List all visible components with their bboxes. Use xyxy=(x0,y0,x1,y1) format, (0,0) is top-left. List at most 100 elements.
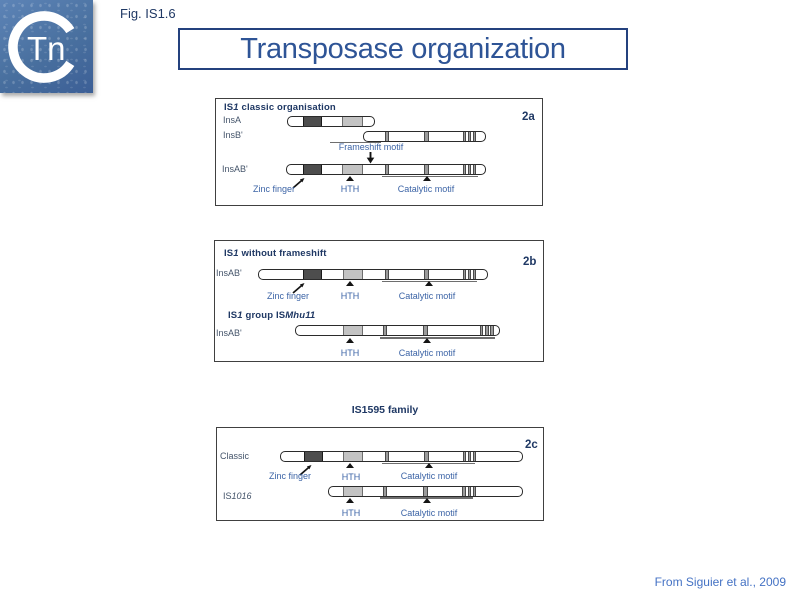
pointer-triangle xyxy=(425,463,433,468)
panel-2a-corner-label: 2a xyxy=(522,111,535,123)
motif-stripe xyxy=(490,326,494,335)
frameshift-down-arrow xyxy=(366,152,375,164)
motif-stripe xyxy=(472,486,476,496)
pointer-triangle xyxy=(423,176,431,181)
hth-segment xyxy=(343,451,363,461)
panel-2a-box xyxy=(215,98,543,206)
pointer-triangle xyxy=(423,337,431,343)
pointer-triangle xyxy=(423,497,431,503)
panel-2a-motif-underline-0 xyxy=(330,141,381,144)
panel-2b-motif-underline-1 xyxy=(380,337,495,339)
annotation-label: Catalytic motif xyxy=(400,471,458,481)
hth-segment xyxy=(343,326,363,335)
panel-2b-header-0: IS1 without frameshift xyxy=(224,248,327,259)
text-part: group IS xyxy=(242,310,286,321)
panel-2b-header-1: IS1 group ISMhu11 xyxy=(228,310,315,321)
motif-stripe xyxy=(462,164,466,174)
motif-stripe xyxy=(423,486,428,496)
motif-stripe xyxy=(382,486,387,496)
slide-title-box: Transposase organization xyxy=(178,28,628,70)
motif-stripe xyxy=(424,451,429,461)
panel-2a-orf-bar-0 xyxy=(287,116,375,127)
motif-stripe xyxy=(467,486,471,496)
text-part: IS xyxy=(228,310,238,321)
zinc-finger-arrow xyxy=(292,177,306,190)
panel-2c-box xyxy=(216,427,544,521)
text-part: 1 xyxy=(233,248,239,259)
panel-2a-header-0: IS1 classic organisation xyxy=(224,102,336,113)
annotation-label: Catalytic motif xyxy=(397,184,455,194)
motif-stripe xyxy=(384,451,389,461)
motif-stripe xyxy=(462,269,466,279)
panel-2c-orf-bar-0 xyxy=(280,450,523,462)
hth-segment xyxy=(342,269,363,279)
zinc-finger-arrow xyxy=(292,282,306,295)
annotation-label: Zinc finger xyxy=(252,184,296,194)
panel-2c-family-title: IS1595 family xyxy=(352,404,419,416)
text-part: classic organisation xyxy=(238,102,336,113)
panel-2a-row-label-2: InsAB' xyxy=(222,164,248,174)
attribution-text: From Siguier et al., 2009 xyxy=(654,575,786,589)
text-part: IS xyxy=(224,102,234,113)
text-part: IS xyxy=(351,404,362,416)
annotation-label: Catalytic motif xyxy=(398,291,456,301)
annotation-label: Catalytic motif xyxy=(400,508,458,518)
panel-2c-row-label-1: IS1016 xyxy=(223,491,252,501)
panel-2a-orf-bar-1 xyxy=(363,130,486,142)
tncentral-logo: Tn xyxy=(0,0,93,93)
motif-stripe xyxy=(467,451,471,461)
text-part: 1 xyxy=(233,102,239,113)
panel-2c-corner-label: 2c xyxy=(525,439,538,451)
pointer-triangle xyxy=(425,281,433,286)
annotation-label: HTH xyxy=(340,184,360,194)
annotation-label: Catalytic motif xyxy=(398,348,456,358)
pointer-triangle xyxy=(346,281,354,286)
hth-segment xyxy=(342,117,363,126)
annotation-label: Zinc finger xyxy=(268,471,312,481)
panel-2a-orf-bar-2 xyxy=(286,163,486,175)
zinc-finger-segment xyxy=(303,269,322,279)
motif-stripe xyxy=(472,451,476,461)
motif-stripe xyxy=(472,131,476,141)
motif-stripe xyxy=(423,326,428,335)
panel-2b-corner-label: 2b xyxy=(523,256,537,268)
motif-stripe xyxy=(384,269,389,279)
panel-2a-row-label-0: InsA xyxy=(223,115,242,125)
motif-stripe xyxy=(382,326,387,335)
pointer-triangle xyxy=(346,463,354,468)
motif-stripe xyxy=(424,269,429,279)
panel-2b-box xyxy=(214,240,544,362)
zinc-finger-segment xyxy=(303,117,322,126)
zinc-finger-segment xyxy=(304,451,323,461)
panel-2c-orf-bar-1 xyxy=(328,485,523,497)
motif-stripe xyxy=(424,131,429,141)
motif-stripe xyxy=(462,131,466,141)
motif-stripe xyxy=(472,269,476,279)
text-part: Mhu11 xyxy=(285,310,316,321)
motif-stripe xyxy=(384,131,389,141)
zinc-finger-segment xyxy=(303,164,322,174)
zinc-finger-arrow xyxy=(299,464,313,477)
figure-number-label: Fig. IS1.6 xyxy=(120,6,176,21)
motif-stripe xyxy=(384,164,389,174)
text-part: 1016 xyxy=(231,491,252,501)
motif-stripe xyxy=(467,164,471,174)
motif-stripe xyxy=(485,326,489,335)
motif-stripe xyxy=(479,326,483,335)
annotation-label: HTH xyxy=(340,291,360,301)
text-part: 1595 family xyxy=(361,404,419,416)
motif-stripe xyxy=(467,269,471,279)
motif-stripe xyxy=(424,164,429,174)
annotation-label: Zinc finger xyxy=(266,291,310,301)
pointer-triangle xyxy=(346,337,354,343)
text-part: 1 xyxy=(237,310,243,321)
logo-c-ring xyxy=(8,11,80,83)
hth-segment xyxy=(343,486,363,496)
logo-tn-text: Tn xyxy=(27,30,66,67)
panel-2a-row-label-1: InsB' xyxy=(223,130,243,140)
motif-stripe xyxy=(462,486,466,496)
panel-2c-row-label-0: Classic xyxy=(220,451,250,461)
hth-segment xyxy=(342,164,363,174)
